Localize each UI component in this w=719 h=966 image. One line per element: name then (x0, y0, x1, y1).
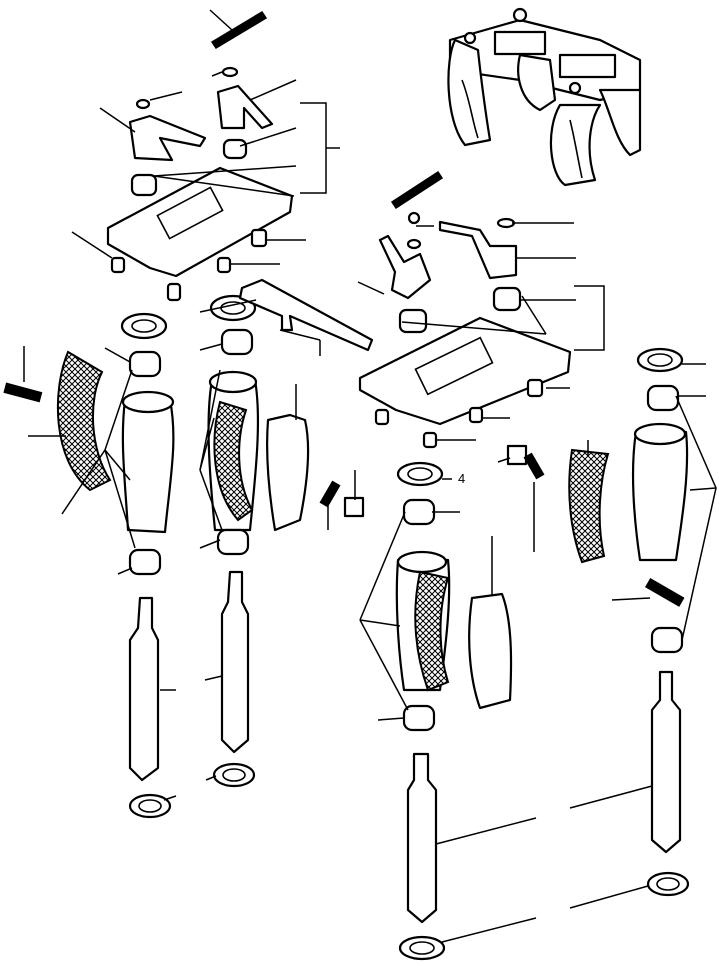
thrust-washer (128, 793, 172, 819)
lever-arm (438, 220, 518, 280)
leader-lines (23, 9, 717, 943)
lever-link (378, 234, 432, 300)
thrust-washer (120, 312, 168, 340)
thrust-washer (396, 461, 444, 487)
stud (3, 382, 43, 403)
needle-bearing (650, 626, 684, 654)
friction-pad (56, 350, 112, 492)
lever-arm (128, 114, 207, 162)
bushing (130, 173, 158, 197)
center-parts (238, 170, 572, 449)
lock-plate (506, 444, 528, 466)
outer-pad (468, 592, 513, 710)
needle-bearing (646, 384, 680, 412)
top-plate-right (358, 316, 572, 426)
callout-number: 4 (458, 471, 465, 486)
setscrew (319, 480, 341, 508)
left-top-parts (106, 10, 294, 302)
shaft (406, 752, 438, 924)
needle-bearing (220, 328, 254, 356)
thrust-washer (646, 871, 690, 897)
link-rod (238, 278, 374, 352)
lock-plate (343, 496, 365, 518)
spring-pin (210, 10, 268, 50)
needle-bearing (402, 498, 436, 526)
shaft (650, 670, 682, 854)
bushing (222, 138, 248, 160)
center-right-lower-parts: 4 (395, 461, 513, 961)
friction-pad (414, 570, 450, 692)
needle-bearing (128, 350, 162, 378)
right-side-parts (506, 347, 690, 897)
shaft (128, 596, 160, 782)
spring-pin (390, 170, 444, 210)
clip-ring (221, 66, 239, 78)
lever-link (216, 84, 274, 130)
bushing (398, 308, 428, 334)
assembled-swivel-unit (447, 7, 642, 187)
thrust-washer (398, 935, 446, 961)
snap-ring (135, 98, 151, 110)
swivel-housing (631, 430, 689, 562)
needle-bearing (128, 548, 162, 576)
bushing (492, 286, 522, 312)
setscrew (523, 452, 545, 480)
snap-ring (496, 217, 516, 229)
stud (645, 578, 685, 607)
thrust-washer (212, 762, 256, 788)
thrust-washer (636, 347, 684, 373)
left-middle-parts (3, 294, 365, 576)
shaft (220, 570, 250, 754)
left-bottom-parts (128, 570, 256, 819)
friction-pad (568, 448, 610, 564)
needle-bearing (216, 528, 250, 556)
friction-pad (213, 400, 254, 522)
swivel-housing (121, 398, 175, 534)
outer-pad (266, 413, 310, 532)
